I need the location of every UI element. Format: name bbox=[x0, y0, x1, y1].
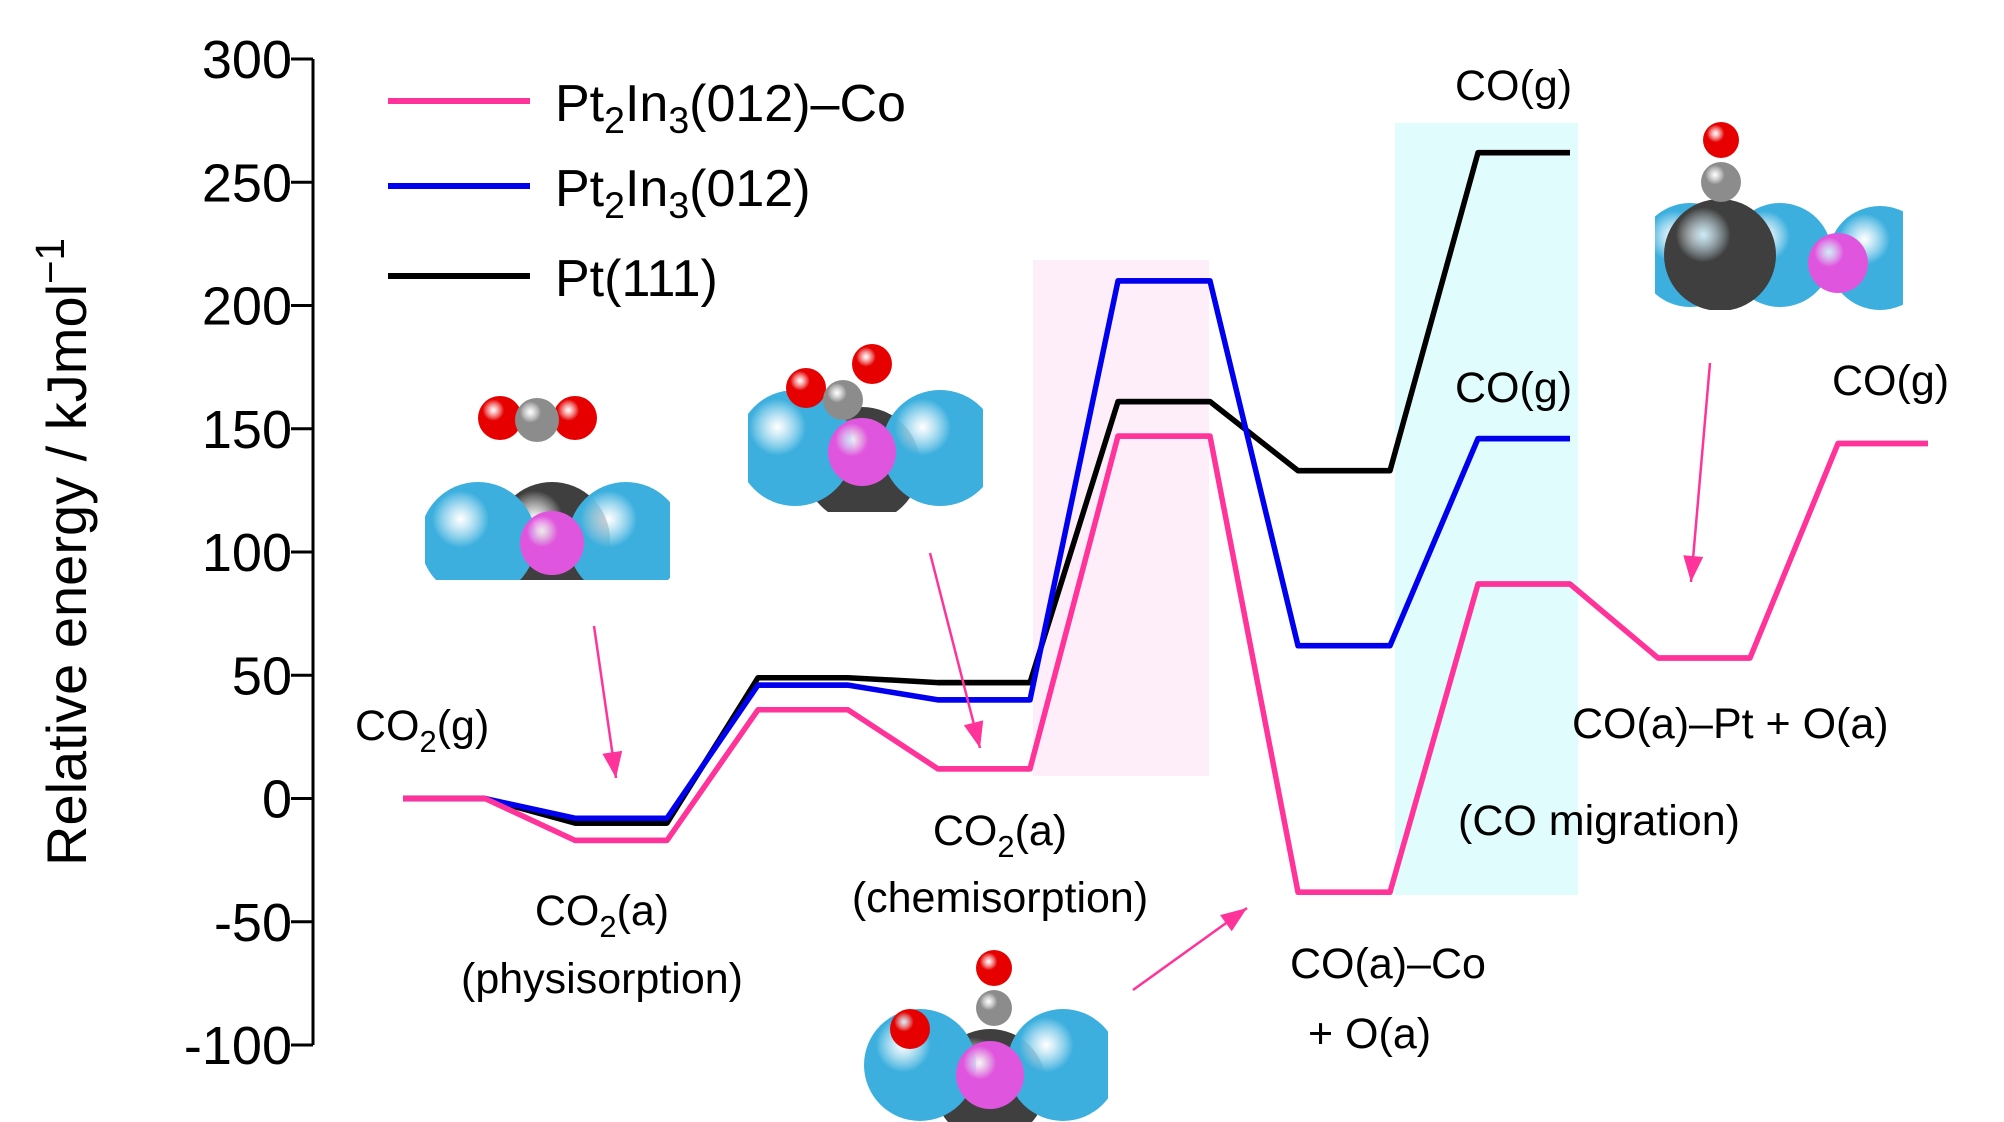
in-atom bbox=[520, 511, 584, 575]
y-tick-label: 200 bbox=[202, 277, 292, 337]
ts1-highlight bbox=[1033, 260, 1209, 776]
legend-label-pt2in3-part: (012) bbox=[689, 160, 810, 218]
state-annotations: CO2(g)CO2(a)(physisorption)CO2(a)(chemis… bbox=[355, 62, 1949, 1058]
y-tick-label: 250 bbox=[202, 153, 292, 213]
arrow-physisorption bbox=[592, 625, 623, 779]
annotation-co2g-part: CO bbox=[355, 702, 420, 750]
y-axis-title-main: Relative energy / kJmol bbox=[35, 284, 98, 866]
annotation-comig-part: (CO migration) bbox=[1458, 797, 1740, 845]
legend-label-pt2in3co-part: In bbox=[625, 75, 668, 133]
y-axis-title: Relative energy / kJmol−1 bbox=[27, 238, 98, 866]
oxygen-atom bbox=[1703, 122, 1739, 158]
y-axis: 300 250 200 150 100 50 0 -50 -100 bbox=[184, 30, 315, 1076]
annotation-coaco-2-part: + O(a) bbox=[1308, 1010, 1431, 1058]
pt-atom bbox=[568, 482, 670, 580]
annotation-coapt-part: CO(a)–Pt + O(a) bbox=[1572, 700, 1889, 748]
arrow-co-pt bbox=[1683, 362, 1712, 583]
annotation-co2a-phys-1: CO2(a) bbox=[535, 887, 669, 944]
legend-label-pt111: Pt(111) bbox=[555, 250, 718, 308]
legend-label-pt2in3co-part: Pt bbox=[555, 75, 605, 133]
in-atom bbox=[956, 1041, 1024, 1109]
annotation-co2a-chem-1-part: 2 bbox=[997, 829, 1014, 864]
annotation-coaco-1: CO(a)–Co bbox=[1290, 940, 1486, 988]
y-tick-label: 0 bbox=[262, 770, 292, 830]
legend-label-pt2in3-part: Pt bbox=[555, 160, 605, 218]
molecule-illustrations bbox=[425, 122, 1903, 1122]
annotation-co2g-part: 2 bbox=[420, 724, 437, 759]
legend-label-pt2in3co-part: 3 bbox=[668, 99, 689, 141]
annotation-cog-pink: CO(g) bbox=[1832, 357, 1949, 405]
oxygen-atom bbox=[976, 950, 1012, 986]
annotation-co2a-chem-1-part: CO bbox=[933, 807, 998, 855]
pt-atom bbox=[748, 390, 853, 506]
annotation-co2a-chem-2-part: (chemisorption) bbox=[852, 874, 1148, 922]
annotation-co2a-phys-2-part: (physisorption) bbox=[461, 955, 743, 1003]
annotation-coaco-1-part: CO(a)–Co bbox=[1290, 940, 1486, 988]
annotation-co2a-phys-1-part: (a) bbox=[617, 887, 670, 935]
annotation-coapt: CO(a)–Pt + O(a) bbox=[1572, 700, 1889, 748]
pt-atom bbox=[425, 482, 536, 580]
molecule-co-on-co bbox=[864, 950, 1108, 1122]
legend-label-pt2in3: Pt2In3(012) bbox=[555, 160, 811, 226]
pt-atom bbox=[882, 390, 983, 506]
annotation-co2a-phys-2: (physisorption) bbox=[461, 955, 743, 1003]
legend-label-pt2in3-part: 2 bbox=[604, 184, 625, 226]
legend-label-pt2in3co: Pt2In3(012)–Co bbox=[555, 75, 906, 141]
y-axis-title-unit-exponent: −1 bbox=[27, 238, 73, 284]
y-axis-label: Relative energy / kJmol−1 bbox=[27, 238, 98, 866]
annotation-cog-black-part: CO(g) bbox=[1455, 62, 1572, 110]
carbon-atom bbox=[823, 380, 863, 420]
molecule-physisorption bbox=[425, 396, 670, 580]
pointer-arrows bbox=[592, 362, 1712, 992]
annotation-co2a-chem-1-part: (a) bbox=[1015, 807, 1068, 855]
y-tick-label: -50 bbox=[214, 893, 292, 953]
annotation-cog-pink-part: CO(g) bbox=[1832, 357, 1949, 405]
oxygen-atom bbox=[478, 396, 522, 440]
legend-label-pt2in3-part: 3 bbox=[668, 184, 689, 226]
annotation-cog-blue-part: CO(g) bbox=[1455, 364, 1572, 412]
annotation-co2a-phys-1-part: 2 bbox=[599, 909, 616, 944]
annotation-comig: (CO migration) bbox=[1458, 797, 1740, 845]
annotation-co2g-part: (g) bbox=[437, 702, 490, 750]
oxygen-atom bbox=[890, 1009, 930, 1049]
co-atom bbox=[1664, 199, 1776, 310]
molecule-co-on-pt bbox=[1655, 122, 1903, 310]
annotation-cog-blue: CO(g) bbox=[1455, 364, 1572, 412]
molecule-chemisorption bbox=[748, 344, 983, 512]
series-layer bbox=[403, 149, 1928, 895]
oxygen-atom bbox=[553, 396, 597, 440]
arrow-co-co bbox=[1132, 906, 1248, 992]
pt-atom bbox=[1007, 1009, 1108, 1121]
annotation-co2a-chem-1: CO2(a) bbox=[933, 807, 1067, 864]
annotation-co2a-chem-2: (chemisorption) bbox=[852, 874, 1148, 922]
carbon-atom bbox=[976, 990, 1012, 1026]
carbon-atom bbox=[1701, 162, 1741, 202]
annotation-co2g: CO2(g) bbox=[355, 702, 489, 759]
legend-label-pt2in3co-part: (012)–Co bbox=[689, 75, 906, 133]
in-atom bbox=[828, 418, 896, 486]
legend-label-pt2in3co-part: 2 bbox=[604, 99, 625, 141]
annotation-cog-black: CO(g) bbox=[1455, 62, 1572, 110]
y-tick-label: -100 bbox=[184, 1016, 292, 1076]
in-atom bbox=[1808, 233, 1868, 293]
arrow-chemisorption bbox=[928, 552, 984, 749]
oxygen-atom bbox=[786, 368, 826, 408]
y-tick-label: 50 bbox=[232, 646, 292, 706]
y-tick-label: 150 bbox=[202, 400, 292, 460]
carbon-atom bbox=[515, 398, 559, 442]
annotation-co2a-phys-1-part: CO bbox=[535, 887, 600, 935]
highlight-bands bbox=[1033, 123, 1578, 895]
legend-label-pt2in3-part: In bbox=[625, 160, 668, 218]
legend-label-pt111-part: Pt(111) bbox=[555, 250, 718, 308]
annotation-coaco-2: + O(a) bbox=[1308, 1010, 1431, 1058]
y-tick-label: 300 bbox=[202, 30, 292, 90]
oxygen-atom bbox=[852, 344, 892, 384]
y-tick-label: 100 bbox=[202, 523, 292, 583]
